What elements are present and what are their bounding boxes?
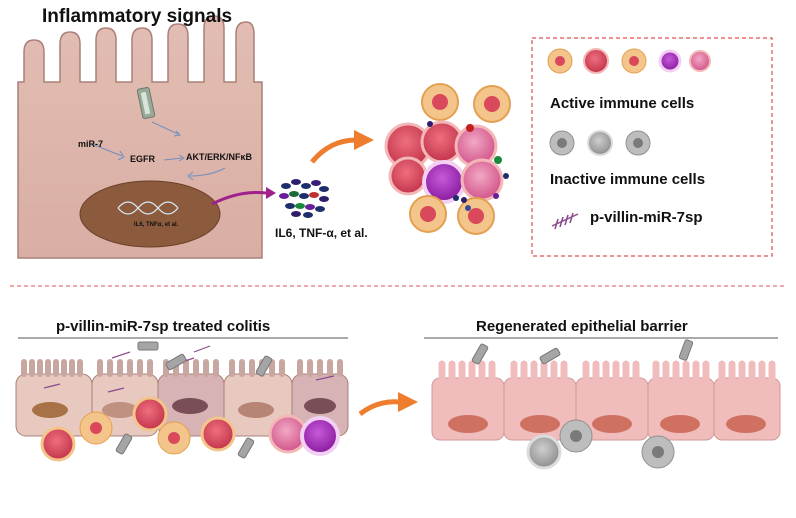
regen-receptors <box>471 339 694 365</box>
legend-box <box>531 37 773 257</box>
regen-inactive-immune-cells <box>526 419 675 470</box>
label-pathway: AKT/ERK/NFκB <box>186 152 253 162</box>
activation-arrowhead <box>354 130 374 150</box>
regeneration-arrow <box>358 399 401 417</box>
cytokine-cluster <box>279 179 329 218</box>
legend-peptide-icon <box>551 212 579 230</box>
dna-helix-icon <box>117 201 179 215</box>
title-treated-colitis: p-villin-miR-7sp treated colitis <box>56 318 271 335</box>
active-immune-cluster <box>384 83 511 235</box>
treated-receptors <box>115 341 273 459</box>
legend-inactive-label: Inactive immune cells <box>550 171 706 188</box>
secretion-arrowhead <box>266 187 276 199</box>
label-egfr: EGFR <box>130 154 156 164</box>
legend-peptide-label: p-villin-miR-7sp <box>590 209 703 226</box>
legend-active-cells-icons <box>547 48 711 74</box>
legend-active-label: Active immune cells <box>550 95 695 112</box>
regeneration-arrowhead <box>398 392 418 412</box>
signal-arrows <box>91 121 226 181</box>
treated-immune-cells <box>40 396 340 462</box>
receptor-icon <box>136 86 156 120</box>
title-regenerated-barrier: Regenerated epithelial barrier <box>476 318 688 335</box>
legend-inactive-cells-icons <box>549 130 651 156</box>
regenerated-epithelium <box>431 360 781 441</box>
title-inflammatory-signals: Inflammatory signals <box>42 6 233 27</box>
activation-arrow <box>310 137 357 164</box>
label-cytokines: IL6, TNF-α, et al. <box>275 226 368 240</box>
secretion-arrow <box>211 191 267 206</box>
label-mir7: miR-7 <box>78 139 104 149</box>
label-nucleus-genes: IL6, TNFα, et al. <box>134 222 179 228</box>
